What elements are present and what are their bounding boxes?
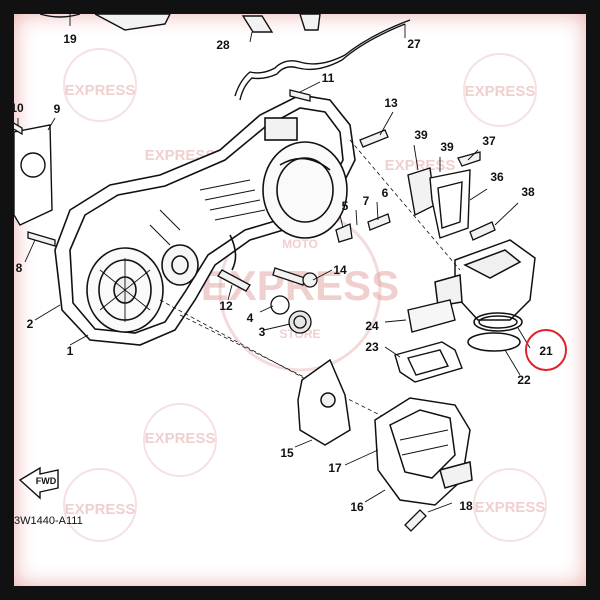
label-8: 8	[16, 261, 23, 275]
watermark-lower-right: EXPRESS	[473, 468, 547, 542]
label-16: 16	[350, 500, 364, 514]
label-6: 6	[382, 186, 389, 200]
svg-text:EXPRESS: EXPRESS	[385, 157, 456, 174]
part-19-shape	[39, 14, 171, 31]
svg-text:EXPRESS: EXPRESS	[475, 499, 546, 516]
label-28: 28	[216, 38, 230, 52]
label-9: 9	[54, 102, 61, 116]
fwd-arrow: FWD	[18, 466, 59, 500]
label-23: 23	[365, 340, 379, 354]
part-9-gasket	[14, 124, 53, 226]
part-28-shape	[241, 15, 274, 33]
label-36: 36	[490, 170, 504, 184]
label-24: 24	[365, 319, 379, 333]
filter-element	[394, 299, 463, 383]
svg-text:EXPRESS: EXPRESS	[65, 82, 136, 99]
svg-text:MOTO: MOTO	[282, 237, 318, 251]
label-12: 12	[219, 299, 233, 313]
intake-duct-upper	[407, 167, 471, 239]
label-13: 13	[384, 96, 398, 110]
part-17-cover	[374, 397, 473, 506]
label-17: 17	[328, 461, 342, 475]
label-19: 19	[63, 32, 77, 46]
label-39a: 39	[414, 128, 428, 142]
watermark-top-left: EXPRESS	[63, 48, 137, 122]
label-15: 15	[280, 446, 294, 460]
label-39b: 39	[440, 140, 454, 154]
svg-text:FWD: FWD	[36, 476, 57, 486]
label-1: 1	[67, 344, 74, 358]
label-14: 14	[333, 263, 347, 277]
diagram-area: MOTO EXPRESS STORE EXPRESS EXPRESS EXPRE…	[14, 14, 586, 586]
label-10: 10	[14, 101, 24, 115]
watermark-lower-left: EXPRESS	[63, 468, 137, 542]
label-18: 18	[459, 499, 473, 513]
part-15-plate	[297, 358, 351, 446]
watermark-center: MOTO EXPRESS STORE	[201, 208, 399, 372]
label-5: 5	[342, 199, 349, 213]
svg-text:EXPRESS: EXPRESS	[65, 501, 136, 518]
label-38: 38	[521, 185, 535, 199]
watermark-top-right: EXPRESS	[463, 53, 537, 127]
label-11: 11	[322, 71, 335, 85]
exploded-parts-diagram: MOTO EXPRESS STORE EXPRESS EXPRESS EXPRE…	[14, 14, 567, 542]
watermark-lower-center: EXPRESS	[143, 403, 217, 477]
label-3: 3	[259, 325, 266, 339]
svg-text:EXPRESS: EXPRESS	[465, 83, 536, 100]
label-21: 21	[539, 344, 553, 358]
crankcase-cover	[54, 94, 356, 346]
svg-text:EXPRESS: EXPRESS	[145, 430, 216, 447]
watermark-mid-right: EXPRESS	[385, 157, 456, 174]
small-bolts	[14, 89, 496, 532]
highlight-circle-21	[525, 329, 567, 371]
label-4: 4	[247, 311, 254, 325]
part-27-harness	[234, 14, 411, 101]
label-37: 37	[482, 134, 496, 148]
diagram-code: 3W1440-A111	[14, 515, 83, 527]
air-box	[434, 239, 536, 321]
label-2: 2	[27, 317, 34, 331]
label-27: 27	[407, 37, 421, 51]
reference-lines	[159, 139, 461, 431]
ring-seals	[467, 312, 523, 352]
svg-text:STORE: STORE	[279, 327, 320, 341]
part-labels: 19 28 27 11 10 9 13 39 39 37 36 38 6 7 5…	[14, 32, 553, 514]
leader-lines	[17, 14, 531, 513]
svg-text:EXPRESS: EXPRESS	[201, 262, 399, 309]
label-22: 22	[517, 373, 531, 387]
label-7: 7	[363, 194, 370, 208]
